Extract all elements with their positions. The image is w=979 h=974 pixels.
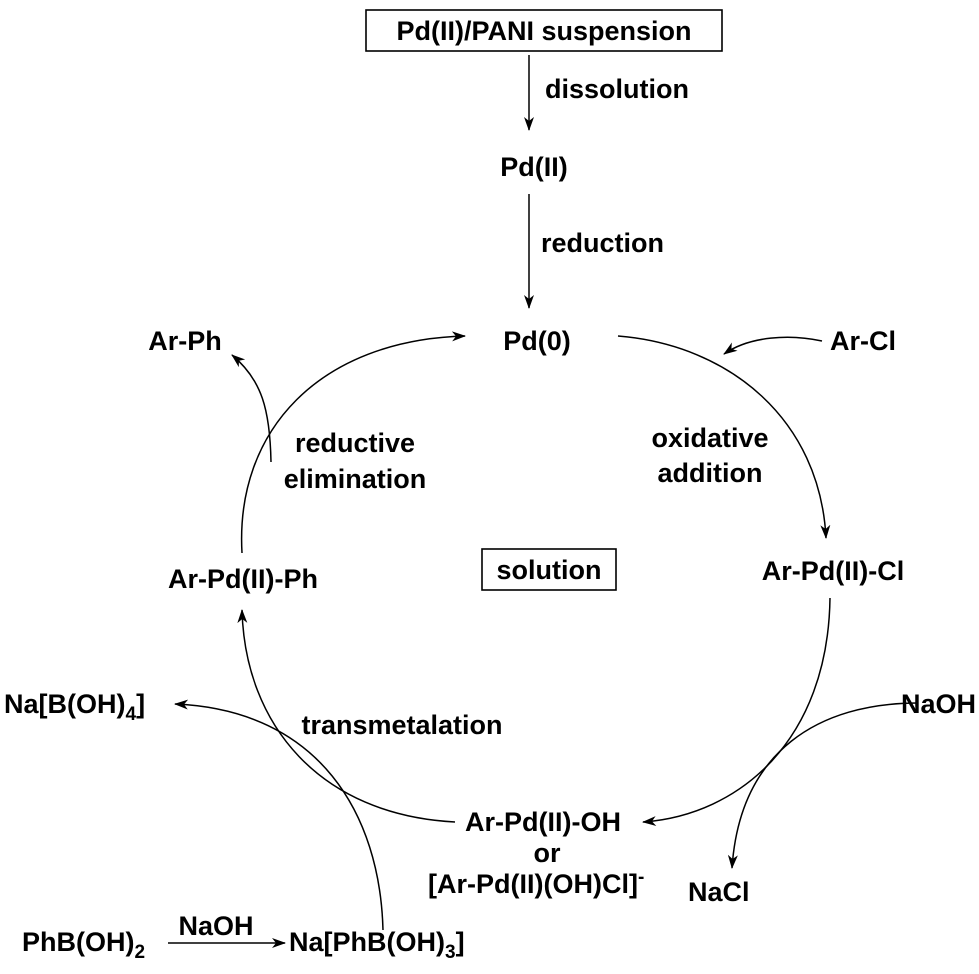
dissolution-label: dissolution: [545, 74, 689, 104]
nacl-label: NaCl: [688, 877, 750, 907]
transmetalation-label: transmetalation: [301, 710, 502, 740]
naoh-right-label: NaOH: [901, 689, 976, 719]
reductive-label-2: elimination: [284, 464, 427, 494]
oxidative-label-1: oxidative: [651, 423, 768, 453]
solution-box: [481, 548, 617, 591]
or-label: or: [534, 838, 561, 868]
naoh-nacl-arrow: [727, 702, 919, 869]
pd0-label: Pd(0): [503, 326, 571, 356]
oxidative-label-2: addition: [658, 458, 763, 488]
borate-exit-arrow: [174, 699, 384, 931]
phb-oh2-label: PhB(OH)2: [22, 927, 145, 963]
hydroxide-exchange-arrow: [642, 597, 831, 827]
ar-ph-exit-arrow: [231, 354, 272, 463]
ar-cl-label: Ar-Cl: [830, 326, 896, 356]
na-phb-oh3-label: Na[PhB(OH)3]: [289, 927, 465, 963]
ar-pd-cl-label: Ar-Pd(II)-Cl: [762, 556, 904, 586]
reduction-label: reduction: [541, 228, 664, 258]
ar-pd-oh-label: Ar-Pd(II)-OH: [465, 807, 621, 837]
ar-pd-ohcl-label: [Ar-Pd(II)(OH)Cl]-: [428, 867, 644, 899]
ar-cl-entry-arrow: [723, 336, 823, 355]
suspension-label: Pd(II)/PANI suspension: [396, 16, 691, 46]
na-b-oh4-label: Na[B(OH)4]: [4, 689, 145, 725]
solution-label: solution: [497, 555, 602, 585]
ar-ph-label: Ar-Ph: [148, 326, 222, 356]
suspension-box: [365, 9, 723, 52]
reductive-label-1: reductive: [295, 428, 415, 458]
transmetalation-arrow: [237, 609, 456, 823]
pd2-label: Pd(II): [500, 152, 568, 182]
naoh-bottom-label: NaOH: [178, 911, 253, 941]
oxidative-addition-arrow: [617, 335, 831, 539]
ar-pd-ph-label: Ar-Pd(II)-Ph: [168, 564, 318, 594]
reductive-elimination-arrow: [240, 331, 466, 554]
